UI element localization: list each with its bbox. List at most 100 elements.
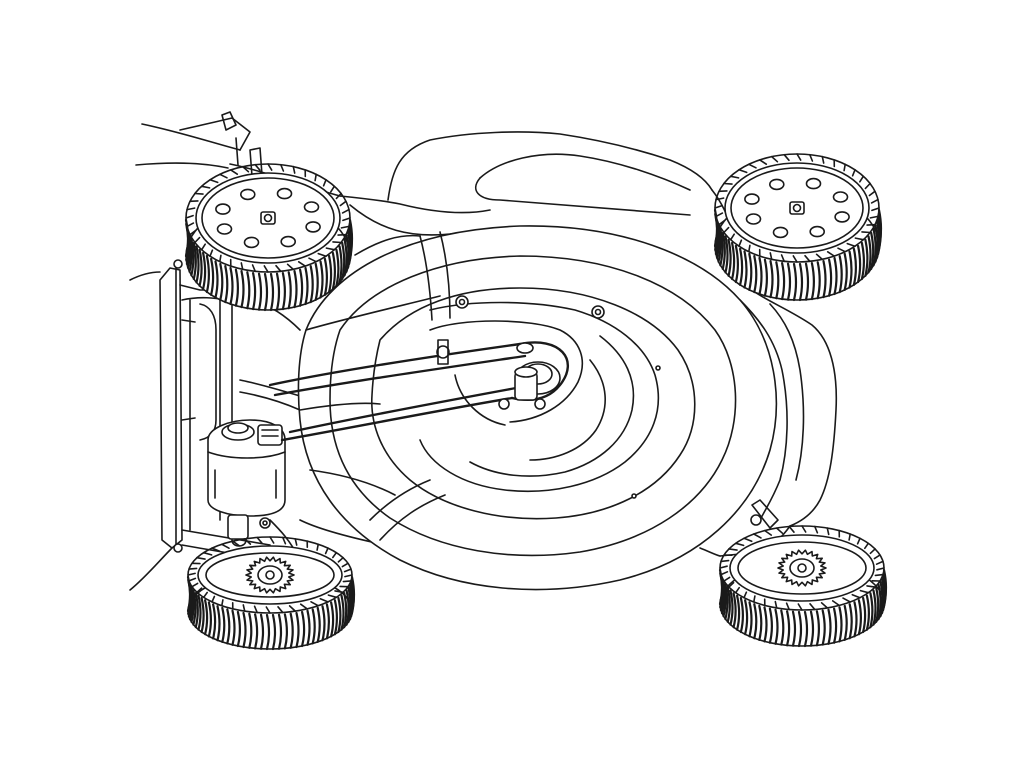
tread-lug: [843, 252, 848, 291]
tread-notch: [310, 601, 319, 607]
tread-notch: [804, 254, 811, 263]
tread-notch: [332, 551, 338, 559]
tread-notch: [864, 542, 870, 550]
tread-lug: [748, 601, 753, 638]
tread-lug: [219, 262, 224, 301]
tread-notch: [770, 155, 779, 163]
tread-notch: [194, 192, 204, 195]
tread-lug: [234, 268, 239, 307]
tread-lug: [726, 586, 731, 623]
tread-lug: [833, 256, 838, 296]
tread-lug: [838, 606, 843, 643]
tread-notch: [876, 567, 885, 571]
tread-notch: [314, 173, 317, 182]
tread-notch: [251, 264, 256, 273]
tread-notch: [325, 247, 336, 251]
tread-lug: [212, 603, 217, 640]
tread-notch: [335, 192, 342, 200]
tread-lug: [821, 609, 826, 646]
tread-lug: [337, 596, 342, 634]
tread-notch: [875, 560, 884, 565]
tread-lug: [226, 608, 231, 645]
tread-notch: [748, 163, 757, 169]
tread-lug: [275, 272, 281, 311]
tread-lug: [242, 611, 247, 649]
tread-notch: [785, 602, 790, 611]
tread-lug: [246, 271, 251, 310]
tread-lug: [739, 596, 744, 634]
tread-lug: [287, 271, 292, 310]
tread-lug: [744, 599, 749, 636]
tread-lug: [792, 262, 798, 302]
tread-notch: [820, 602, 829, 609]
tread-lug: [865, 594, 870, 631]
tread-notch: [734, 586, 740, 594]
tire-front-face: [185, 163, 351, 273]
tread-lug: [295, 611, 300, 649]
tread-notch: [267, 163, 273, 171]
tread-notch: [809, 153, 814, 162]
tread-lug: [739, 247, 744, 286]
tread-notch: [780, 254, 785, 263]
tread-lug: [775, 261, 780, 300]
tread-lug: [197, 594, 202, 631]
tread-lug: [875, 586, 880, 623]
tread-lug: [852, 247, 857, 286]
tread-lug: [281, 272, 286, 311]
tread-lug: [791, 610, 797, 647]
hubcap-vent: [305, 221, 321, 233]
tread-lug: [827, 608, 832, 645]
tread-notch: [299, 603, 308, 610]
wheel-inner-hub: [737, 541, 867, 595]
tread-lug: [763, 606, 768, 643]
tread-lug: [867, 235, 872, 274]
tread-notch: [308, 257, 317, 263]
tread-lug: [731, 241, 736, 281]
tread-lug: [758, 256, 763, 296]
tread-notch: [344, 574, 353, 578]
tread-lug: [341, 241, 346, 280]
tread-notch: [861, 231, 871, 234]
tread-notch: [253, 605, 258, 614]
tread-lug: [870, 231, 875, 270]
tread-notch: [196, 587, 203, 594]
tread-notch: [280, 163, 285, 172]
tread-lug: [248, 612, 253, 649]
tire-front-face: [719, 525, 885, 611]
tread-lug: [717, 224, 722, 263]
front-left-wheel: [186, 536, 356, 651]
tread-lug: [240, 270, 245, 309]
tread-lug: [804, 262, 810, 301]
tread-notch: [202, 551, 213, 556]
tread-notch: [723, 226, 730, 234]
axle-bolt: [263, 213, 273, 223]
hubcap-vent: [280, 235, 297, 248]
tread-notch: [334, 590, 344, 594]
tread-notch: [821, 155, 825, 164]
tread-lug: [753, 603, 758, 640]
hubcap-vent: [809, 225, 826, 238]
tread-notch: [796, 153, 802, 161]
tread-notch: [263, 265, 269, 273]
tread-notch: [316, 543, 319, 551]
tread-notch: [230, 169, 239, 175]
tread-lug: [758, 604, 763, 641]
tread-notch: [339, 200, 347, 207]
tread-lug: [872, 589, 877, 626]
tread-notch: [871, 207, 880, 212]
tread-notch: [720, 559, 730, 563]
tread-notch: [869, 548, 876, 555]
tread-lug: [721, 231, 726, 270]
tread-notch: [753, 595, 756, 603]
tread-lug: [299, 268, 304, 307]
tread-lug: [340, 594, 345, 631]
tread-lug: [853, 601, 858, 638]
wheel-inner-hub: [205, 552, 335, 598]
tread-notch: [815, 253, 824, 261]
tread-lug: [190, 238, 195, 277]
tread-notch: [826, 527, 830, 536]
hubcap-vent: [744, 193, 760, 205]
tread-lug: [309, 265, 314, 304]
tread-notch: [219, 254, 222, 263]
tread-notch: [242, 604, 246, 612]
